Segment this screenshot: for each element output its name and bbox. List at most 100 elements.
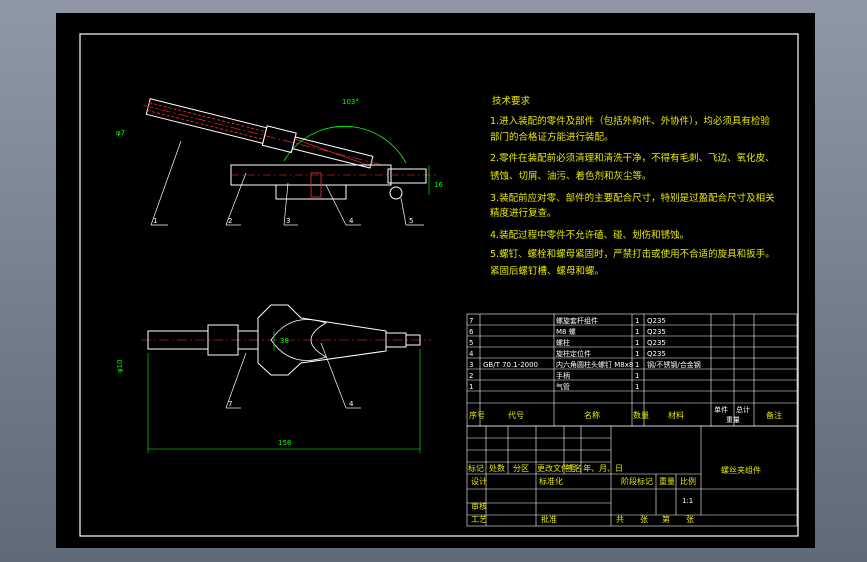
- title-block: [466, 425, 798, 527]
- bom-header-total: 总计: [736, 405, 750, 414]
- plan-body: [257, 304, 387, 376]
- drawing-sheet: 103° φ7 16 1 2 3: [79, 33, 799, 537]
- bom-header-remark: 备注: [766, 410, 782, 420]
- title-block-text: 标记 处数 分区 更改文件号 签名 年、月、日 设计 标准化 审核 工艺 批准 …: [468, 463, 761, 524]
- tube-outer: [145, 98, 268, 144]
- technical-notes: 技术要求 1.进入装配的零件及部件（包括外购件、外协件），均必须具有检验 部门的…: [490, 95, 775, 277]
- balloon-7: 7: [228, 400, 232, 408]
- dia-upper-dim: φ7: [116, 129, 125, 137]
- tube-centerline: [143, 105, 382, 165]
- bom-header-code: 代号: [508, 410, 524, 420]
- drawing-frame: [79, 33, 799, 537]
- bom-cell-name: 气管: [556, 382, 570, 391]
- note-line-5: 精度进行复查。: [490, 207, 557, 219]
- bom-header-weight: 重量: [726, 416, 740, 424]
- bom-cell-no: 4: [469, 350, 474, 358]
- bom-header-material: 材料: [668, 410, 684, 420]
- bom-cell-material: Q235: [647, 350, 666, 358]
- bom-cell-qty: 1: [635, 317, 639, 325]
- tb-drawing-title: 螺丝夹组件: [721, 465, 761, 475]
- angle-dim: 103°: [342, 98, 359, 106]
- tb-label-zone: 分区: [513, 464, 529, 473]
- bom-cell-name: 手柄: [556, 371, 570, 380]
- tb-sheet-label: 张: [640, 515, 648, 524]
- note-line-0: 1.进入装配的零件及部件（包括外购件、外协件），均必须具有检验: [490, 115, 770, 127]
- tb-sheet-no: 第: [662, 514, 670, 524]
- tb-label-sign: 签名: [566, 463, 582, 473]
- plan-cutout: [270, 319, 327, 361]
- bom-cell-qty: 1: [635, 339, 639, 347]
- note-line-7: 5.螺钉、螺栓和螺母紧固时，严禁打击或使用不合适的旋具和扳手。: [490, 248, 775, 260]
- bom-cell-material: Q235: [647, 328, 666, 336]
- bom-header-no: 序号: [469, 410, 485, 420]
- tb-label-date: 年、月、日: [583, 463, 623, 473]
- bom-cell-no: 2: [469, 372, 473, 380]
- tb-scale: 1:1: [682, 497, 693, 505]
- bom-cell-material: Q235: [647, 317, 666, 325]
- bom-cell-material: Q235: [647, 339, 666, 347]
- tube-bore: [146, 102, 267, 140]
- bom-cell-no: 6: [469, 328, 474, 336]
- tb-label-mark: 标记: [468, 463, 484, 473]
- length-dim: 158: [278, 439, 291, 447]
- bom-cell-qty: 1: [635, 383, 639, 391]
- note-line-1: 部门的合格证方能进行装配。: [490, 131, 614, 143]
- note-line-8: 紧固后螺钉槽、螺母和螺。: [490, 265, 604, 277]
- height-dim: 16: [434, 181, 443, 189]
- bom-cell-name: M8 螺: [556, 327, 576, 336]
- balloon-2: 2: [228, 217, 232, 225]
- bom-cell-qty: 1: [635, 328, 639, 336]
- bom-cell-qty: 1: [635, 361, 639, 369]
- bom-cell-name: 内六角圆柱头螺钉 M8x8: [556, 360, 633, 369]
- screw-section: [310, 172, 322, 198]
- plan-view: 38 158 φ10 7 4: [116, 304, 431, 453]
- dia-lower-dim: φ10: [116, 359, 124, 373]
- balloon-3: 3: [286, 217, 290, 225]
- tb-sheet-label2: 张: [686, 515, 694, 524]
- tb-process: 工艺: [471, 515, 487, 524]
- tb-standardize: 标准化: [539, 476, 563, 486]
- balloon-4b: 4: [349, 400, 354, 408]
- clamp-head: [387, 168, 427, 184]
- bom-cell-material: 钢/不锈钢/合金钢: [647, 360, 701, 369]
- bom-cell-qty: 1: [635, 372, 639, 380]
- bom-cell-no: 7: [469, 317, 473, 325]
- tube-hatch: [294, 138, 371, 167]
- bom-cell-code: GB/T 70.1-2000: [483, 361, 538, 369]
- clamp-pivot: [389, 186, 403, 200]
- tb-scale-label: 比例: [680, 476, 696, 486]
- drawing-canvas: 103° φ7 16 1 2 3: [56, 13, 815, 548]
- balloon-4: 4: [349, 217, 354, 225]
- note-line-6: 4.装配过程中零件不允许磕、碰、划伤和锈蚀。: [490, 229, 689, 241]
- bom-header-name: 名称: [584, 410, 600, 420]
- tb-label-change: 更改文件号: [537, 463, 577, 473]
- tb-label-count: 处数: [489, 463, 505, 473]
- tb-review: 审核: [471, 501, 487, 511]
- plan-nut: [405, 334, 421, 346]
- angle-arc: [283, 125, 407, 164]
- tb-design: 设计: [471, 476, 487, 486]
- notes-title: 技术要求: [492, 95, 531, 107]
- bom-cell-no: 3: [469, 361, 473, 369]
- bom-header-unit: 单件: [714, 405, 728, 414]
- tb-weight: 重量: [659, 476, 675, 486]
- bom-cell-name: 旋柱定位件: [556, 349, 591, 358]
- bom-cell-name: 螺旋套杆组件: [556, 316, 598, 325]
- balloon-5: 5: [409, 217, 413, 225]
- note-line-2: 2.零件在装配前必须清理和清洗干净，不得有毛刺、飞边、氧化皮、: [490, 152, 775, 164]
- section-view: 103° φ7 16 1 2 3: [116, 98, 443, 226]
- tb-stage-mark: 阶段标记: [621, 476, 653, 486]
- bom-header-qty: 数量: [633, 410, 649, 420]
- note-line-4: 3.装配前应对零、部件的主要配合尺寸，特别是过盈配合尺寸及相关: [490, 192, 775, 204]
- bom-cell-name: 螺柱: [556, 338, 570, 347]
- balloon-1: 1: [153, 217, 157, 225]
- bom-cell-no: 1: [469, 383, 473, 391]
- tb-approve: 批准: [541, 514, 557, 524]
- bom-cell-no: 5: [469, 339, 473, 347]
- mid-dim: 38: [280, 337, 289, 345]
- bom-header: 序号 代号 名称 数量 材料 单件 总计 重量 备注: [469, 405, 782, 424]
- note-line-3: 锈蚀、切屑、油污、着色剂和灰尘等。: [490, 170, 652, 182]
- tb-sheet-total: 共: [616, 515, 624, 524]
- bom-cell-qty: 1: [635, 350, 639, 358]
